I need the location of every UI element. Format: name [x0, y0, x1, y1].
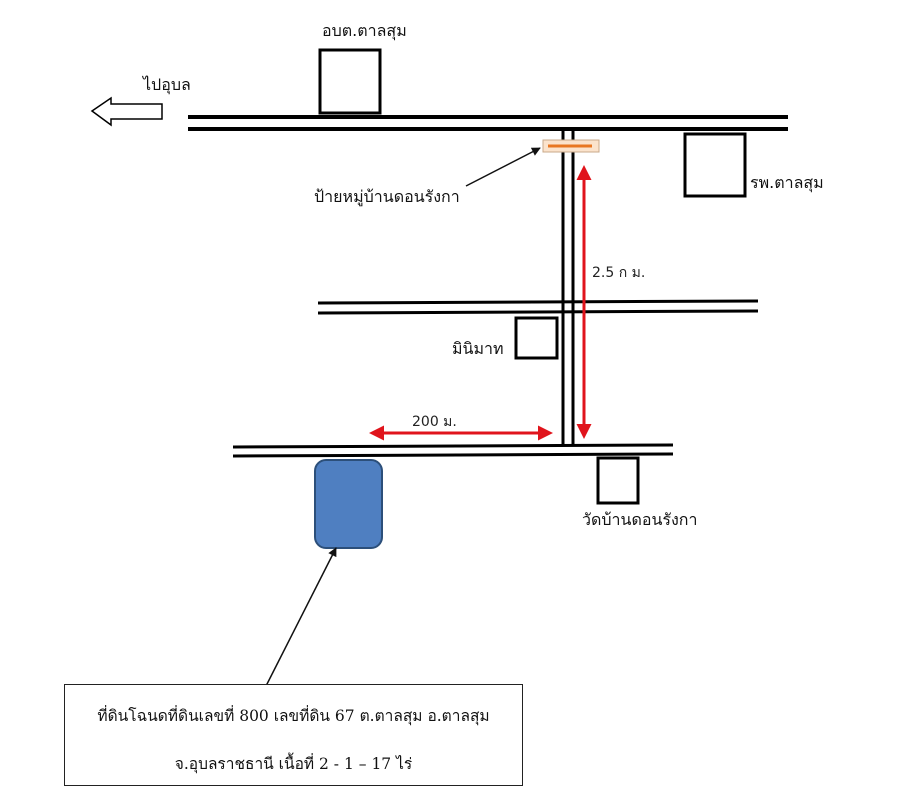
distance-label-vertical: 2.5 ก ม.: [592, 265, 646, 281]
village-sign-marker: [542, 139, 600, 153]
distance-label-horizontal: 200 ม.: [412, 414, 457, 430]
main-road: [188, 115, 788, 131]
minimart-building: [514, 316, 559, 360]
hollow-left-arrow-icon: [90, 96, 163, 127]
hospital-building: [683, 132, 747, 198]
hospital-label: รพ.ตาลสุม: [750, 173, 824, 192]
tao-office-label: อบต.ตาลสุม: [322, 21, 407, 40]
plot-pointer-arrow: [264, 547, 337, 689]
lower-road: [232, 443, 674, 458]
sign-pointer-arrow: [465, 147, 541, 187]
middle-road: [317, 299, 759, 315]
temple-label: วัดบ้านดอนรังกา: [582, 510, 698, 529]
land-plot-icon: [314, 459, 383, 549]
village-sign-label: ป้ายหมู่บ้านดอนรังกา: [314, 187, 460, 206]
land-description-line-1: ที่ดินโฉนดที่ดินเลขที่ 800 เลขที่ดิน 67 …: [97, 707, 490, 725]
to-ubon-label: ไปอุบล: [143, 75, 191, 94]
temple-building: [596, 456, 640, 505]
tao-office-building: [318, 48, 382, 115]
minimart-label: มินิมาท: [452, 339, 504, 358]
land-description-box: ที่ดินโฉนดที่ดินเลขที่ 800 เลขที่ดิน 67 …: [64, 684, 523, 786]
land-description-line-2: จ.อุบลราชธานี เนื้อที่ 2 - 1 – 17 ไร่: [174, 755, 413, 773]
village-road: [561, 129, 575, 445]
